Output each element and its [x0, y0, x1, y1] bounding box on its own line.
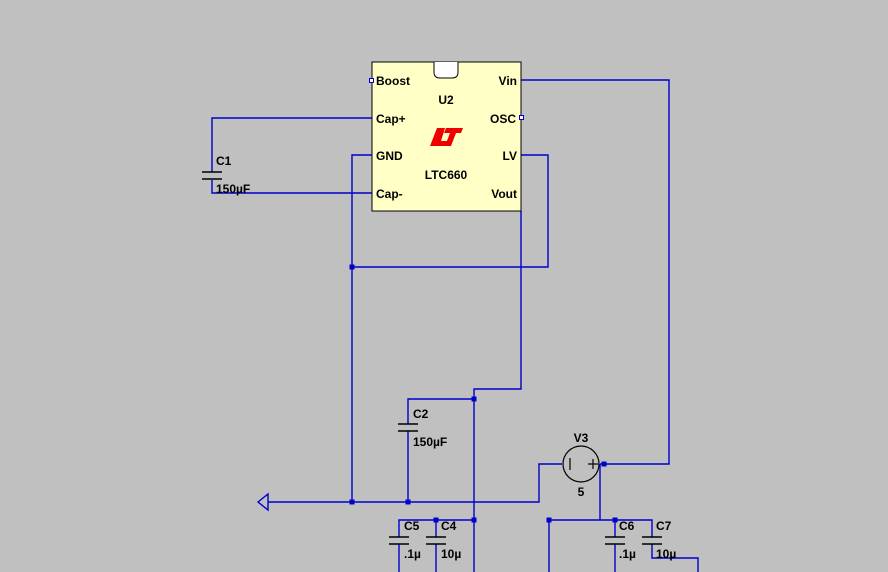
junctions: [349, 264, 618, 523]
c7-value: 10µ: [656, 547, 676, 561]
capacitor-c2[interactable]: C2 150µF: [398, 407, 447, 449]
c1-ref: C1: [216, 154, 232, 168]
pin-label-cap-minus: Cap-: [376, 187, 403, 201]
ic-ref-label: U2: [438, 93, 454, 107]
ic-part-label: LTC660: [425, 168, 468, 182]
pin-osc-marker: [519, 115, 524, 120]
wire-cap-plus-to-c1[interactable]: [211, 117, 372, 172]
wire-gnd[interactable]: [351, 154, 372, 502]
capacitor-c7[interactable]: C7 10µ: [642, 519, 676, 561]
junction-dot: [405, 499, 411, 505]
c1-value: 150µF: [216, 182, 250, 196]
pin-label-gnd: GND: [376, 149, 403, 163]
capacitor-c1[interactable]: C1 150µF: [202, 154, 250, 196]
wire-vin-to-source[interactable]: [521, 79, 670, 465]
lt-logo-icon: [430, 128, 463, 146]
v3-value: 5: [578, 485, 585, 499]
junction-dot: [601, 461, 607, 467]
pin-label-vin: Vin: [499, 74, 517, 88]
junction-dot: [546, 517, 552, 523]
c4-ref: C4: [441, 519, 457, 533]
c4-value: 10µ: [441, 547, 461, 561]
c5-ref: C5: [404, 519, 420, 533]
junction-dot: [349, 499, 355, 505]
wire-lv-to-gnd[interactable]: [352, 154, 549, 268]
ic-ltc660[interactable]: Boost Cap+ GND Cap- Vin OSC LV Vout U2 L…: [369, 61, 524, 212]
wires: [211, 79, 699, 572]
junction-dot: [433, 517, 439, 523]
wire-c1-to-cap-minus[interactable]: [211, 180, 372, 194]
c2-ref: C2: [413, 407, 429, 421]
capacitor-c6[interactable]: C6 .1µ: [605, 519, 636, 561]
junction-dot: [471, 517, 477, 523]
voltage-source-v3[interactable]: V3 5: [562, 431, 600, 499]
pin-label-boost: Boost: [376, 74, 410, 88]
c7-ref: C7: [656, 519, 672, 533]
c6-ref: C6: [619, 519, 635, 533]
source-icon: [562, 445, 600, 483]
wire-vout[interactable]: [473, 211, 522, 572]
wire-c7-bottom[interactable]: [651, 544, 699, 572]
pin-label-osc: OSC: [490, 112, 516, 126]
pin-boost-marker: [369, 78, 374, 83]
wire-c2-top[interactable]: [407, 398, 474, 424]
junction-dot: [349, 264, 355, 270]
wire-c45-rail[interactable]: [398, 519, 474, 537]
pin-label-cap-plus: Cap+: [376, 112, 406, 126]
c6-value: .1µ: [619, 547, 636, 561]
wire-ground-rail[interactable]: [268, 463, 562, 503]
pin-label-lv: LV: [503, 149, 517, 163]
wire-c67-rail[interactable]: [548, 519, 653, 572]
v3-ref: V3: [574, 431, 589, 445]
capacitor-c5[interactable]: C5 .1µ: [389, 519, 421, 561]
ic-notch: [433, 62, 459, 79]
capacitor-c4[interactable]: C4 10µ: [426, 519, 461, 561]
junction-dot: [612, 517, 618, 523]
pin-label-vout: Vout: [491, 187, 517, 201]
c2-value: 150µF: [413, 435, 447, 449]
ground-icon[interactable]: [256, 492, 269, 512]
junction-dot: [471, 396, 477, 402]
c5-value: .1µ: [404, 547, 421, 561]
